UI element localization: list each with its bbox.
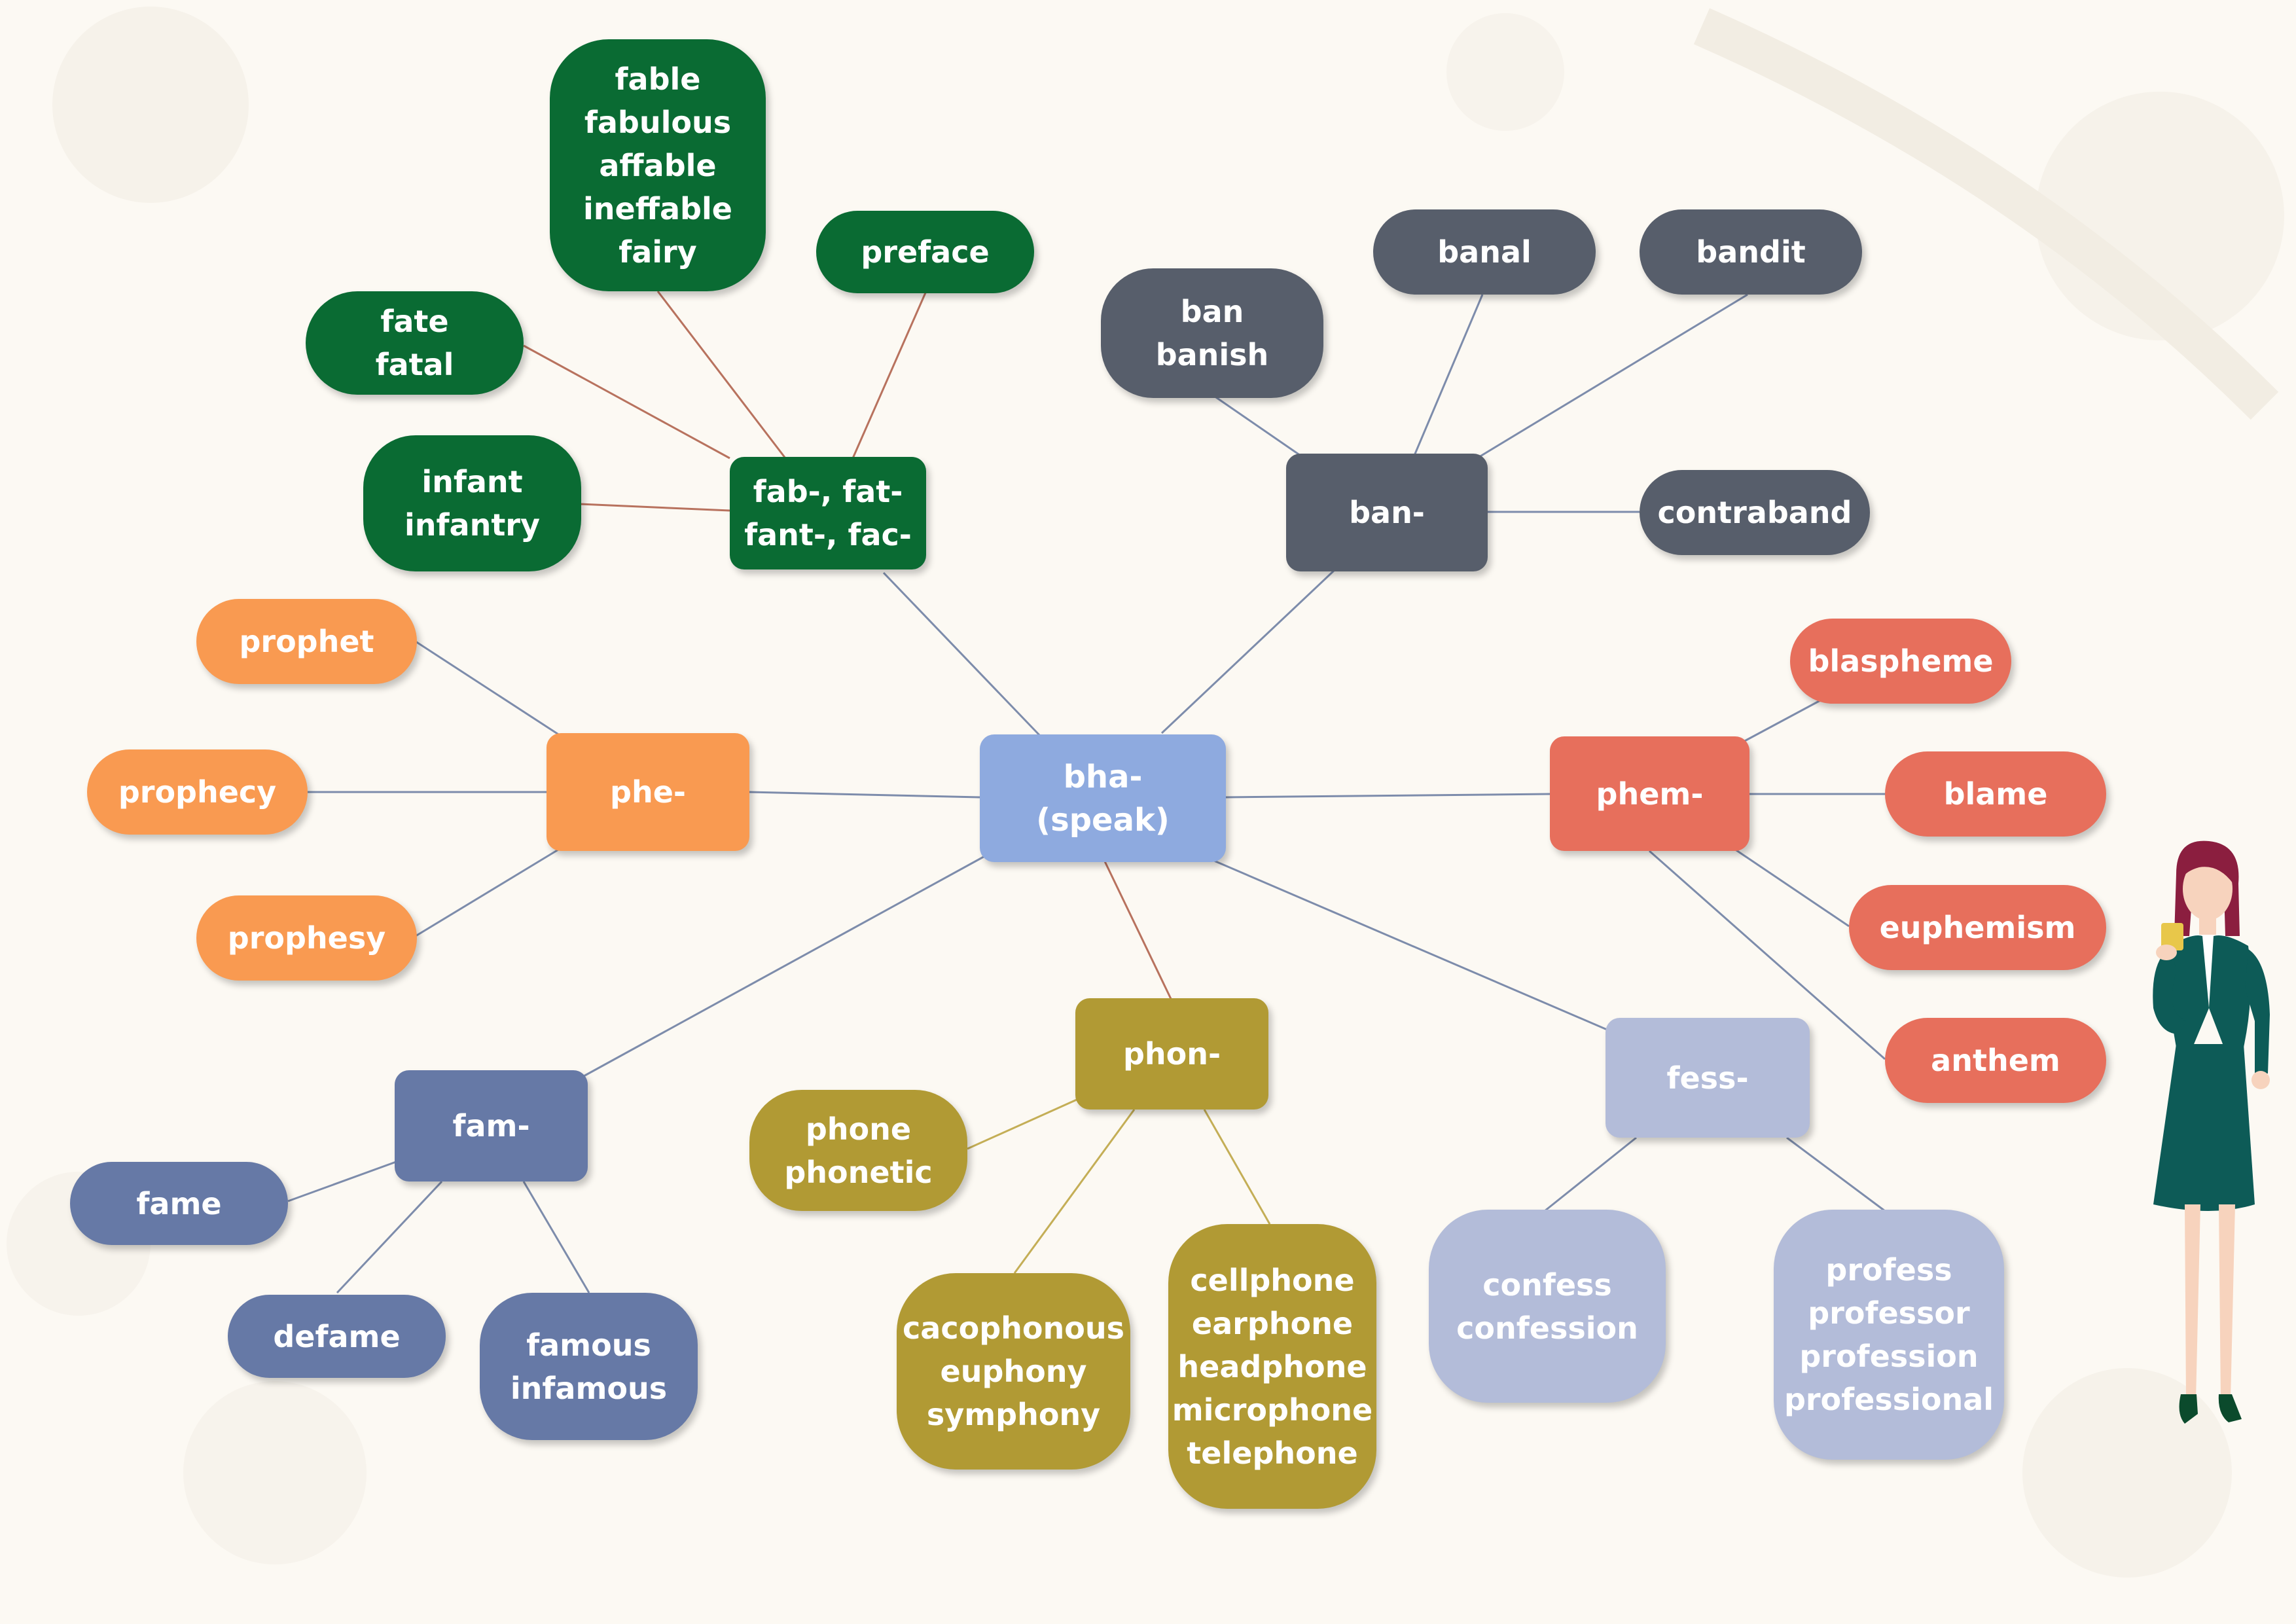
leaf-banish-group[interactable]: ban banish [1101,268,1323,398]
leaf-preface[interactable]: preface [816,211,1034,293]
leaf-anthem[interactable]: anthem [1885,1018,2106,1103]
leaf-euphemism[interactable]: euphemism [1849,885,2106,970]
link-fab-infant [579,503,730,512]
leaf-fable-group[interactable]: fable fabulous affable ineffable fairy [550,39,766,291]
hub-fab[interactable]: fab-, fat- fant-, fac- [730,457,926,569]
leaf-prophesy[interactable]: prophesy [196,895,417,981]
link-phon-phone [967,1098,1077,1150]
link-phon-cellphone [1203,1109,1271,1225]
link-phon-cacophonous [1013,1109,1136,1274]
link-center-phe [749,791,980,799]
link-fam-defame [336,1180,443,1294]
hub-fess[interactable]: fess- [1605,1018,1810,1138]
link-center-fess [1213,859,1611,1032]
leaf-fate-group[interactable]: fate fatal [306,291,524,395]
link-fab-fable [656,291,787,459]
link-ban-banal [1412,294,1484,458]
center-node[interactable]: bha- (speak) [980,734,1226,862]
hub-ban[interactable]: ban- [1286,454,1488,571]
link-center-ban [1160,568,1336,734]
link-center-phem [1225,793,1551,799]
leaf-profess-group[interactable]: profess professor profession professiona… [1774,1210,2004,1460]
leaf-cacophonous-group[interactable]: cacophonous euphony symphony [897,1273,1130,1470]
link-ban-bandit [1479,293,1748,458]
leaf-cellphone-group[interactable]: cellphone earphone headphone microphone … [1168,1224,1376,1509]
leaf-bandit[interactable]: bandit [1640,209,1862,295]
leaf-phone-group[interactable]: phone phonetic [749,1090,967,1211]
leaf-famous-group[interactable]: famous infamous [480,1293,698,1440]
hub-fam[interactable]: fam- [395,1070,588,1182]
link-fess-profess [1786,1136,1886,1212]
link-phem-euphemism [1734,848,1850,928]
leaf-confess-group[interactable]: confess confession [1429,1210,1666,1403]
hub-phon[interactable]: phon- [1075,998,1268,1110]
link-center-fab [882,571,1042,738]
hub-phe[interactable]: phe- [547,733,749,851]
link-center-phon [1103,861,1173,1001]
link-fam-famous [522,1181,590,1293]
link-phem-blaspheme [1740,698,1823,744]
link-fab-preface [852,291,927,459]
link-fam-fame [287,1161,397,1202]
leaf-banal[interactable]: banal [1373,209,1596,295]
leaf-fame[interactable]: fame [70,1162,288,1245]
businesswoman-holding-cup-icon [2153,840,2270,1424]
leaf-prophecy[interactable]: prophecy [87,749,308,835]
link-center-fam [582,853,989,1078]
leaf-infant-group[interactable]: infant infantry [363,435,581,571]
link-phe-prophesy [415,846,562,937]
link-phem-anthem [1649,850,1886,1060]
leaf-contraband[interactable]: contraband [1640,470,1870,555]
link-phe-prophet [415,640,562,738]
leaf-blame[interactable]: blame [1885,751,2106,837]
leaf-defame[interactable]: defame [228,1295,446,1378]
leaf-blaspheme[interactable]: blaspheme [1790,619,2011,704]
link-fess-confess [1544,1136,1637,1212]
hub-phem[interactable]: phem- [1550,736,1749,851]
link-fab-fate [523,344,730,460]
link-ban-banish [1213,395,1303,458]
leaf-prophet[interactable]: prophet [196,599,417,684]
